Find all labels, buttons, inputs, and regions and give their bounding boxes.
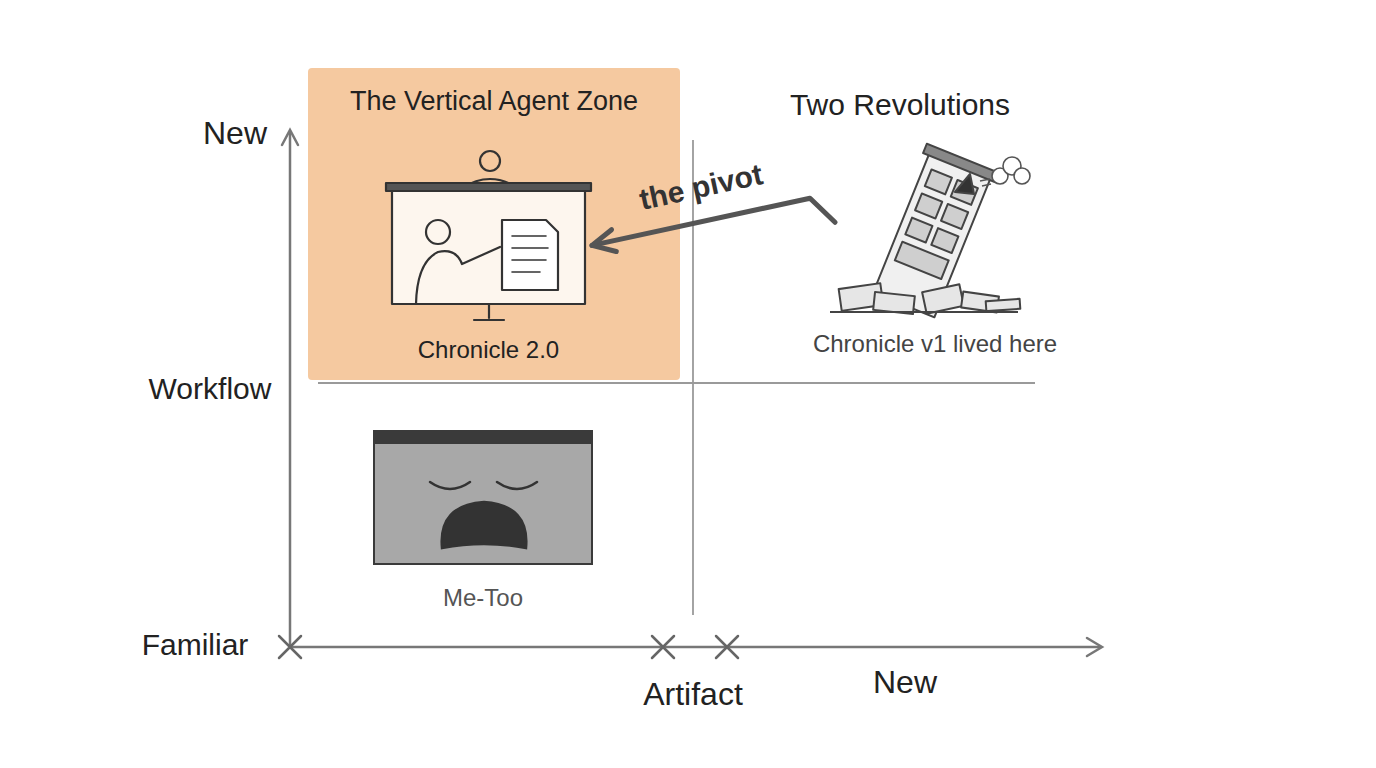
rubble-block	[961, 292, 999, 313]
me-too-box: Me-Too	[373, 430, 593, 565]
tower-cap	[923, 144, 999, 182]
axis-label: Artifact	[543, 676, 843, 713]
quadrant-title: Two Revolutions	[750, 88, 1050, 123]
smoke	[992, 168, 1008, 184]
product-illustration: Chronicle 2.0	[385, 148, 592, 325]
legacy-illustration: Chronicle v1 lived here	[835, 150, 1035, 318]
speed-lines	[980, 179, 991, 186]
smoke	[1003, 157, 1021, 175]
rubble-block	[986, 299, 1021, 311]
window	[931, 228, 958, 253]
tower-spire	[955, 174, 974, 194]
axis-arrowhead	[282, 130, 298, 145]
axis-label: Workflow	[60, 372, 360, 407]
tower	[868, 144, 1000, 320]
window	[905, 218, 932, 243]
legacy-caption: Chronicle v1 lived here	[775, 330, 1095, 358]
grid-line	[692, 140, 694, 615]
tick-cross	[279, 636, 301, 658]
tick-cross	[716, 636, 738, 658]
rubble-block	[839, 283, 884, 311]
smoke	[1014, 168, 1030, 184]
axis-ticks	[279, 636, 738, 658]
tower-body	[873, 153, 990, 317]
zone-title: The Vertical Agent Zone	[308, 86, 680, 117]
window	[925, 169, 952, 194]
rubble-block	[922, 284, 964, 313]
axis-label: New	[755, 664, 1055, 701]
rubble-block	[873, 292, 915, 314]
axis-label: Familiar	[45, 628, 345, 663]
me-too-caption: Me-Too	[373, 584, 593, 612]
window	[941, 204, 968, 229]
window	[951, 180, 978, 205]
window	[895, 242, 949, 279]
rubble	[839, 283, 1021, 314]
zone-box: Chronicle 2.0 The Vertical Agent Zone	[308, 68, 680, 380]
collapsing-building	[830, 144, 1030, 320]
horizontal-axis	[290, 646, 1100, 649]
window	[915, 194, 942, 219]
tick-cross	[652, 636, 674, 658]
product-caption: Chronicle 2.0	[355, 336, 622, 364]
vertical-axis	[289, 132, 292, 645]
ground-line	[830, 311, 1018, 313]
smoke-puff	[980, 157, 1030, 186]
axis-label: New	[85, 115, 385, 152]
grid-line	[318, 382, 1035, 384]
axis-arrowhead	[1087, 638, 1102, 656]
